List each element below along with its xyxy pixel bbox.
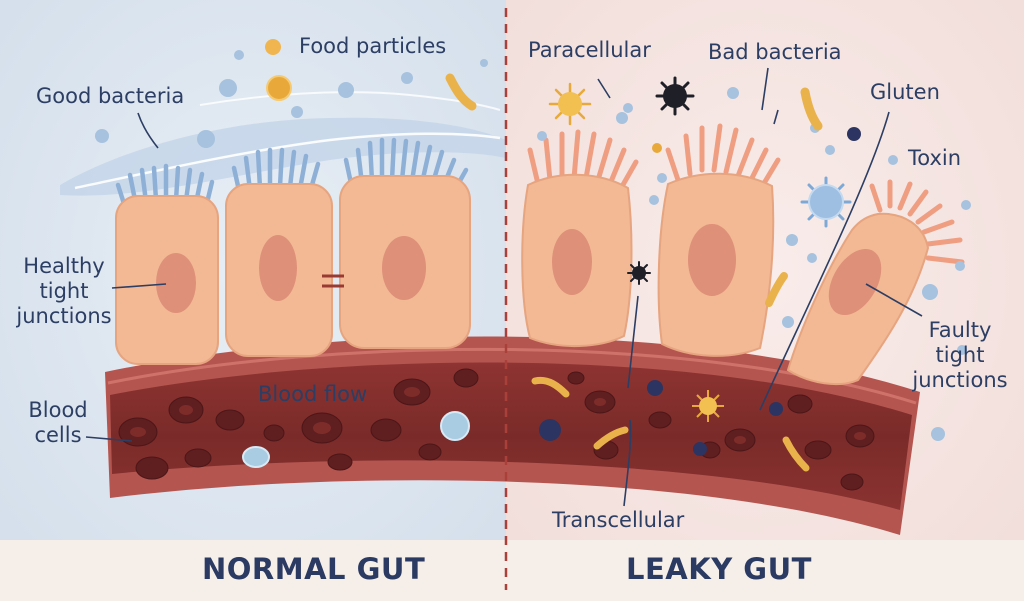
title-normal-gut: NORMAL GUT <box>202 552 426 586</box>
red-blood-cell <box>840 473 864 491</box>
leaked-gluten <box>531 376 570 398</box>
food-particle-orange <box>266 75 292 101</box>
label-bad-bacteria: Bad bacteria <box>708 40 842 64</box>
white-blood-cells <box>242 411 470 468</box>
red-blood-cell <box>418 443 442 461</box>
leader-faulty-junctions <box>865 283 923 317</box>
nucleus <box>552 229 592 295</box>
dark-particle <box>847 127 861 141</box>
red-blood-cell <box>215 409 245 431</box>
nucleus <box>688 224 736 296</box>
food-particle-yellow <box>265 39 281 55</box>
label-line: tight <box>39 278 89 303</box>
leader-lines <box>85 67 923 507</box>
label-line: junctions <box>912 367 1008 392</box>
red-blood-cell <box>567 371 585 385</box>
yellow-particle <box>652 143 662 153</box>
food-particle-rod <box>445 73 477 111</box>
red-blood-cell <box>370 418 402 442</box>
red-blood-cell <box>453 368 479 388</box>
leaked-particle <box>647 380 663 396</box>
leaked-particles <box>531 376 810 472</box>
nucleus <box>156 253 196 313</box>
tight-junction-marker <box>322 274 344 288</box>
label-toxin: Toxin <box>908 146 962 170</box>
bad-bacteria-microbe <box>655 76 695 116</box>
title-band <box>0 540 1024 601</box>
white-blood-cell <box>440 411 470 441</box>
leader-transcellular <box>623 419 632 507</box>
leaked-particle <box>693 442 707 456</box>
leader-healthy-junctions <box>111 283 167 289</box>
food-particles <box>95 39 488 148</box>
red-blood-cell <box>135 456 169 480</box>
red-blood-cells <box>118 368 875 491</box>
leader-blood-cells <box>85 436 133 442</box>
label-transcellular: Transcellular <box>552 508 685 532</box>
toxin-microbe <box>548 82 592 126</box>
leader-transcellular-up <box>627 295 639 389</box>
gluten-rod <box>800 87 823 131</box>
bad-bacteria-small <box>627 261 651 285</box>
leaked-gluten <box>593 426 629 450</box>
leader-gluten <box>759 111 890 411</box>
label-faulty-tight-junctions: Faulty tight junctions <box>904 318 1016 392</box>
label-line: junctions <box>16 303 112 328</box>
leaky-side-particles <box>537 76 971 441</box>
label-blood-flow: Blood flow <box>258 382 368 406</box>
red-blood-cell <box>327 453 353 471</box>
nucleus <box>259 235 297 301</box>
leader-paracellular <box>597 78 611 99</box>
blue-spiky-particle <box>800 176 852 228</box>
white-blood-cell <box>242 446 270 468</box>
nucleus <box>382 236 426 300</box>
label-healthy-tight-junctions: Healthy tight junctions <box>16 254 112 328</box>
red-blood-cell <box>184 448 212 468</box>
label-food-particles: Food particles <box>299 34 447 58</box>
healthy-epithelium <box>115 137 471 365</box>
label-paracellular: Paracellular <box>528 38 651 62</box>
label-line: tight <box>935 342 985 367</box>
label-good-bacteria: Good bacteria <box>36 84 185 108</box>
leader-good-bacteria <box>137 112 159 149</box>
label-line: Blood <box>28 398 88 422</box>
label-line: Healthy <box>23 254 105 278</box>
title-leaky-gut: LEAKY GUT <box>626 552 812 586</box>
label-line: Faulty <box>928 318 992 342</box>
leaky-villi <box>527 123 965 265</box>
leader-bad-bacteria <box>761 67 769 111</box>
leader-bad-bacteria-tick <box>773 109 779 125</box>
label-line: cells <box>34 422 82 447</box>
label-blood-cells: Blood cells <box>18 398 98 448</box>
mucus-highlight <box>74 132 501 190</box>
leaked-gluten <box>782 436 810 472</box>
red-blood-cell <box>787 394 813 414</box>
red-blood-cell <box>648 411 672 429</box>
gluten-rod <box>765 272 788 307</box>
leaked-particle <box>769 402 783 416</box>
leaky-epithelium <box>521 123 965 386</box>
label-gluten: Gluten <box>870 80 940 104</box>
red-blood-cell <box>804 440 832 460</box>
nucleus <box>828 248 882 316</box>
red-blood-cell <box>263 424 285 442</box>
leaked-particle <box>539 419 561 441</box>
leaked-toxin <box>692 390 724 422</box>
